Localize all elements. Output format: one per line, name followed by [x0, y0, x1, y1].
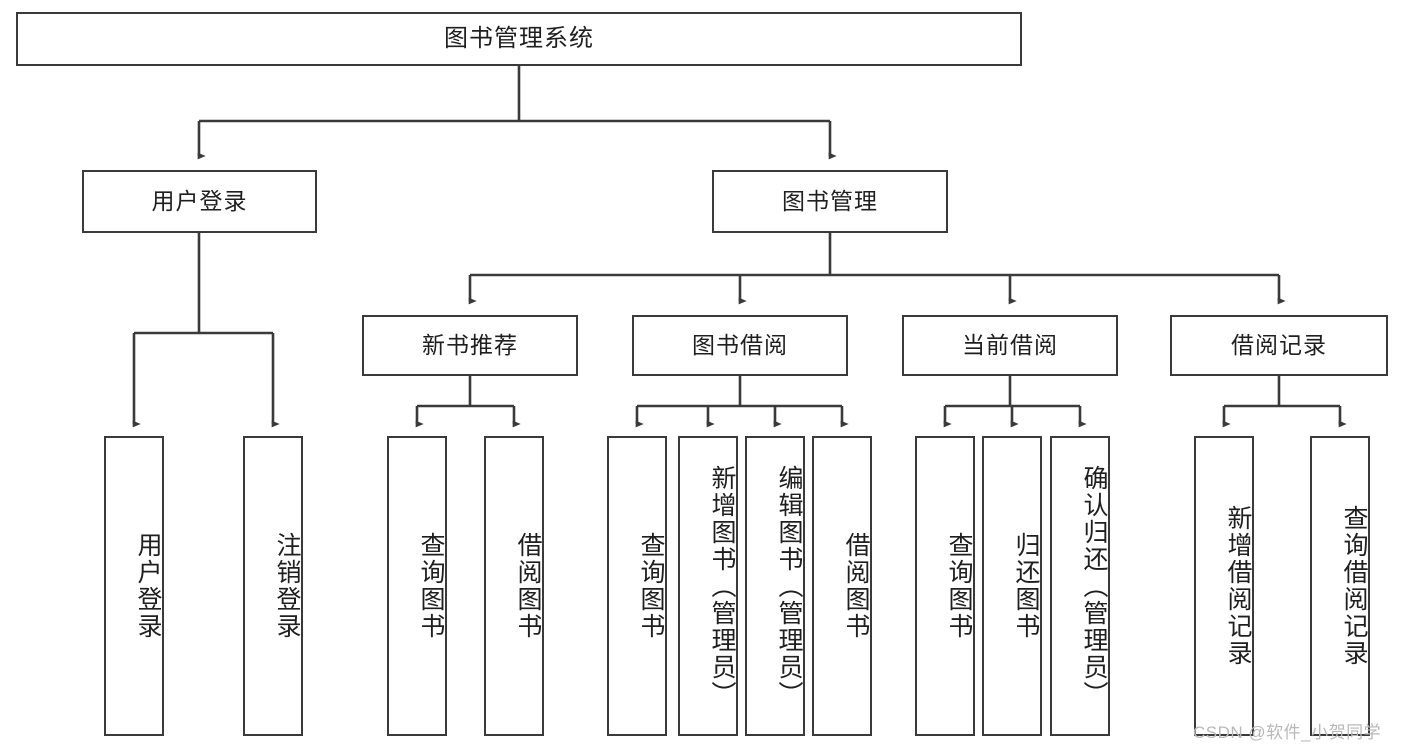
leaf-label: 查询图书 [637, 532, 665, 640]
leaf-query-book-current[interactable]: 查询图书 [915, 436, 975, 736]
leaf-label: 借阅图书 [514, 532, 542, 640]
leaf-query-book-borrow[interactable]: 查询图书 [607, 436, 667, 736]
node-user-login[interactable]: 用户登录 [82, 170, 317, 233]
leaf-query-book-recommend[interactable]: 查询图书 [387, 436, 447, 736]
node-new-book-recommend[interactable]: 新书推荐 [362, 315, 578, 376]
leaf-query-borrow-record[interactable]: 查询借阅记录 [1310, 436, 1370, 736]
leaf-label: 用户登录 [134, 532, 162, 640]
leaf-label: 借阅图书 [842, 532, 870, 640]
leaf-label: 注销登录 [273, 532, 301, 640]
leaf-label: 查询图书 [945, 532, 973, 640]
node-book-management[interactable]: 图书管理 [712, 170, 948, 233]
leaf-label: 新增图书（管理员） [708, 464, 736, 708]
node-current-borrow[interactable]: 当前借阅 [902, 315, 1118, 376]
leaf-add-book-admin[interactable]: 新增图书（管理员） [678, 436, 738, 736]
leaf-add-borrow-record[interactable]: 新增借阅记录 [1194, 436, 1254, 736]
leaf-label: 确认归还（管理员） [1080, 464, 1108, 708]
node-borrow-record[interactable]: 借阅记录 [1170, 315, 1388, 376]
leaf-label: 新增借阅记录 [1224, 505, 1252, 667]
node-book-borrow[interactable]: 图书借阅 [632, 315, 848, 376]
leaf-label: 查询借阅记录 [1340, 505, 1368, 667]
leaf-label: 编辑图书（管理员） [775, 464, 803, 708]
leaf-edit-book-admin[interactable]: 编辑图书（管理员） [745, 436, 805, 736]
leaf-label: 归还图书 [1012, 532, 1040, 640]
leaf-borrow-book[interactable]: 借阅图书 [812, 436, 872, 736]
leaf-label: 查询图书 [417, 532, 445, 640]
node-root-system[interactable]: 图书管理系统 [16, 12, 1022, 66]
leaf-user-login[interactable]: 用户登录 [104, 436, 164, 736]
leaf-logout[interactable]: 注销登录 [243, 436, 303, 736]
csdn-watermark: CSDN @软件_小贺同学 [1193, 723, 1382, 742]
leaf-confirm-return-admin[interactable]: 确认归还（管理员） [1050, 436, 1110, 736]
leaf-return-book[interactable]: 归还图书 [982, 436, 1042, 736]
leaf-borrow-book-recommend[interactable]: 借阅图书 [484, 436, 544, 736]
